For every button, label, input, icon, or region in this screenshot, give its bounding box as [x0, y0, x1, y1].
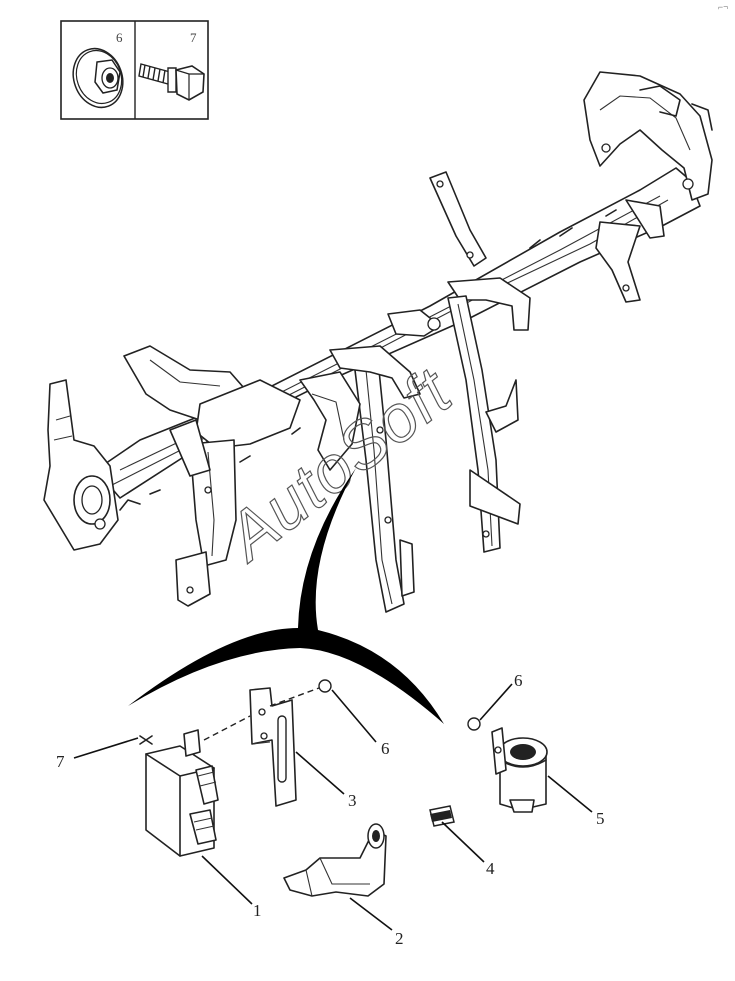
callout-1: 1: [253, 901, 262, 920]
legend-number-6: 6: [116, 30, 123, 45]
part-1-control-module: [139, 729, 219, 857]
callout-3: 3: [348, 791, 357, 810]
callout-7: 7: [56, 752, 65, 771]
part-3-bracket: [249, 687, 297, 807]
legend-number-7: 7: [190, 30, 197, 45]
leader-lines: [73, 683, 593, 931]
flange-nut-icon: [72, 47, 124, 109]
callout-2: 2: [395, 929, 404, 948]
cross-car-beam: [43, 71, 713, 613]
part-5-buzzer: [491, 727, 548, 813]
fastener-legend: 6 7: [60, 20, 209, 120]
corner-mark: ⌐¬: [718, 2, 728, 12]
part-2-sensor: [283, 823, 387, 897]
washer-6-upper: [318, 679, 332, 693]
part-4-clip: [429, 805, 455, 827]
assembly-line: [269, 687, 320, 707]
assembly-line: [203, 715, 251, 741]
detail-pointer-arc: [128, 468, 444, 724]
callout-5: 5: [596, 809, 605, 828]
callout-6-bracket: 6: [381, 739, 390, 758]
washer-6-right: [467, 717, 481, 731]
hex-bolt-icon: [138, 63, 205, 101]
callout-4: 4: [486, 859, 495, 878]
callout-6-buzzer: 6: [514, 671, 523, 690]
